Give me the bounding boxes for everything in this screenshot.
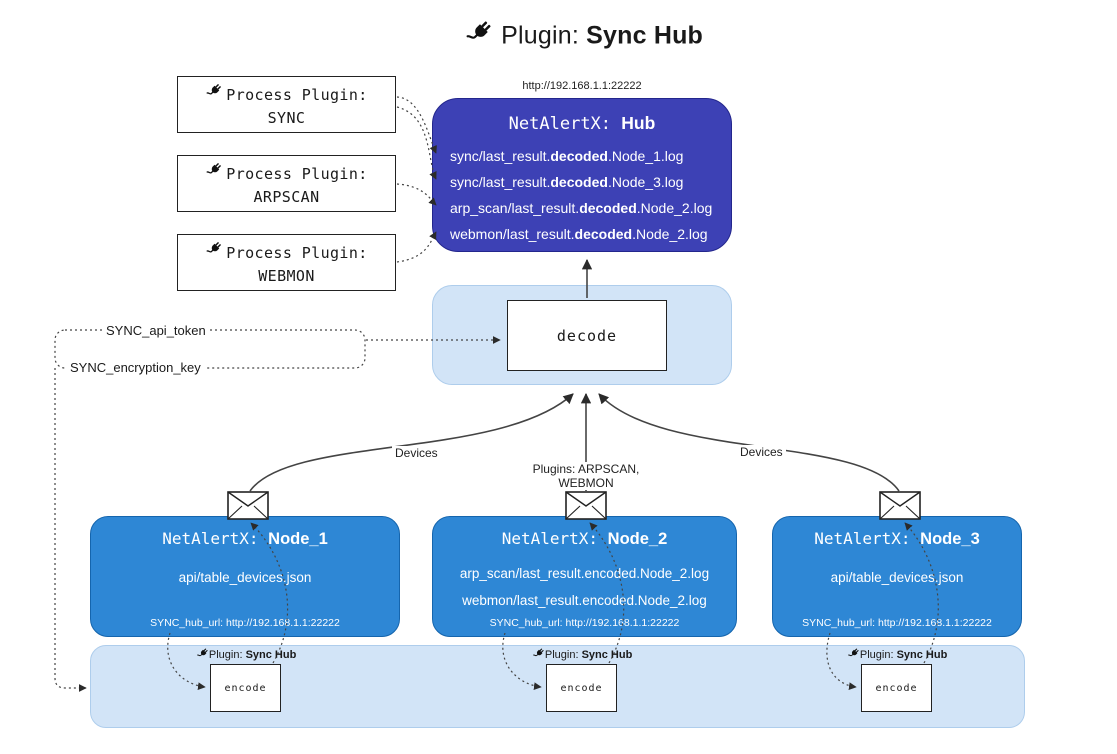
diagram-title: Plugin: Sync Hub: [50, 18, 1117, 55]
decode-box: decode: [507, 300, 667, 371]
node-content: api/table_devices.json: [830, 570, 964, 585]
hub-log-line: sync/last_result.decoded.Node_1.log: [450, 148, 684, 164]
node-content: arp_scan/last_result.encoded.Node_2.log …: [459, 566, 710, 608]
process-plugin-label: Process Plugin:: [178, 240, 395, 265]
encode-box-1: encode: [210, 664, 281, 712]
plug-icon: [205, 240, 223, 265]
sync-encryption-key-label: SYNC_encryption_key: [66, 360, 205, 375]
hub-node: NetAlertX: Hub sync/last_result.decoded.…: [432, 98, 732, 252]
node-footer: SYNC_hub_url: http://192.168.1.1:22222: [150, 617, 340, 629]
dotted-sync-to-hub-line2: [396, 106, 437, 180]
flow-label-devices-left: Devices: [392, 446, 441, 460]
plug-icon: [196, 647, 209, 663]
plug-icon: [205, 161, 223, 186]
process-plugin-name: ARPSCAN: [253, 188, 320, 206]
process-plugin-label: Process Plugin:: [178, 82, 395, 107]
process-plugin-arpscan: Process Plugin: ARPSCAN: [177, 155, 396, 212]
envelope-icon: [227, 491, 269, 525]
hub-url-label: http://192.168.1.1:22222: [522, 80, 642, 92]
title-bold: Sync Hub: [586, 21, 704, 50]
process-plugin-webmon: Process Plugin: WEBMON: [177, 234, 396, 291]
node-1-box: NetAlertX: Node_1 api/table_devices.json…: [90, 516, 400, 637]
encode-plugin-label: Plugin: Sync Hub: [166, 647, 326, 663]
node-3-box: NetAlertX: Node_3 api/table_devices.json…: [772, 516, 1022, 637]
encode-plugin-label: Plugin: Sync Hub: [817, 647, 977, 663]
process-plugin-name: WEBMON: [258, 267, 315, 285]
hub-log-lines: sync/last_result.decoded.Node_1.log sync…: [433, 143, 731, 247]
hub-log-line: sync/last_result.decoded.Node_3.log: [450, 174, 684, 190]
node-2-box: NetAlertX: Node_2 arp_scan/last_result.e…: [432, 516, 737, 637]
hub-log-line: arp_scan/last_result.decoded.Node_2.log: [450, 200, 713, 216]
plug-icon: [532, 647, 545, 663]
plug-icon: [205, 82, 223, 107]
hub-log-line: webmon/last_result.decoded.Node_2.log: [450, 226, 708, 242]
envelope-icon: [565, 491, 607, 525]
title-prefix: Plugin:: [501, 21, 579, 50]
node-content: api/table_devices.json: [178, 570, 312, 585]
process-plugin-sync: Process Plugin: SYNC: [177, 76, 396, 133]
encode-box-2: encode: [546, 664, 617, 712]
flow-label-devices-right: Devices: [737, 445, 786, 459]
plug-icon: [464, 18, 494, 55]
node-footer: SYNC_hub_url: http://192.168.1.1:22222: [489, 617, 680, 629]
sync-api-token-label: SYNC_api_token: [102, 323, 210, 338]
dotted-arpscan-to-hub-line3: [396, 183, 437, 206]
dotted-tokens-to-encode-panel: [54, 368, 87, 692]
plug-icon: [847, 647, 860, 663]
dotted-webmon-to-hub-line4: [396, 231, 437, 263]
node-footer: SYNC_hub_url: http://192.168.1.1:22222: [802, 617, 992, 629]
dotted-sync-to-hub-line1: [396, 96, 437, 154]
envelope-icon: [879, 491, 921, 525]
encode-plugin-label: Plugin: Sync Hub: [502, 647, 662, 663]
encode-box-3: encode: [861, 664, 932, 712]
hub-title: NetAlertX: Hub: [508, 113, 656, 134]
flow-label-plugins-center: Plugins: ARPSCAN, WEBMON: [505, 462, 667, 490]
process-plugin-label: Process Plugin:: [178, 161, 395, 186]
process-plugin-name: SYNC: [267, 109, 306, 127]
